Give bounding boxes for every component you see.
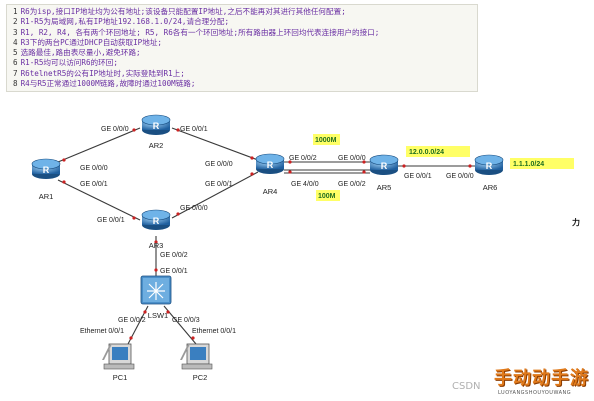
device-label-ar6: AR6 — [483, 183, 498, 192]
port-label: GE 0/0/3 — [172, 317, 200, 324]
port-dot — [62, 158, 66, 162]
link-ar1-ar2 — [57, 127, 141, 163]
router-ar6-icon[interactable] — [474, 154, 504, 176]
router-ar2-icon[interactable] — [141, 114, 171, 136]
port-label: GE 0/0/2 — [160, 252, 188, 259]
router-ar4-icon[interactable] — [255, 153, 285, 175]
port-dot — [154, 240, 158, 244]
corner-fragment-text: 力 — [572, 218, 580, 227]
link-speed-100m: 100M — [318, 193, 336, 200]
port-dot — [362, 170, 366, 174]
port-label: GE 0/0/2 — [289, 155, 317, 162]
highlight-box — [406, 146, 470, 157]
port-label: GE 0/0/1 — [80, 181, 108, 188]
router-ar3-icon[interactable] — [141, 209, 171, 231]
pc1-icon[interactable] — [102, 343, 135, 370]
device-label-ar1: AR1 — [39, 192, 54, 201]
watermark-site-sub: LUOYANGSHOUYOUWANG — [498, 390, 572, 396]
port-dot — [132, 128, 136, 132]
port-dot — [176, 212, 180, 216]
link-ar2-ar4 — [171, 127, 259, 161]
device-label-ar2: AR2 — [149, 141, 164, 150]
highlight-box — [316, 190, 340, 201]
port-label: GE 0/0/1 — [97, 217, 125, 224]
port-label: GE 0/0/1 — [180, 126, 208, 133]
port-markers — [62, 128, 472, 340]
port-dot — [129, 336, 133, 340]
watermark-site-logo: 手动动手游 — [494, 368, 589, 389]
port-label: GE 0/0/2 — [118, 317, 146, 324]
port-dot — [176, 128, 180, 132]
port-dot — [402, 164, 406, 168]
device-label-ar4: AR4 — [263, 187, 278, 196]
port-dot — [191, 336, 195, 340]
switch-lsw1-icon[interactable] — [140, 275, 172, 305]
loopback-r6: 1.1.1.0/24 — [513, 161, 544, 168]
port-label: GE 0/0/0 — [80, 165, 108, 172]
port-dot — [288, 170, 292, 174]
port-dot — [62, 180, 66, 184]
port-label: GE 0/0/0 — [180, 205, 208, 212]
device-label-pc1: PC1 — [113, 373, 128, 382]
device-label-lsw1: LSW1 — [148, 311, 168, 320]
links — [57, 127, 476, 345]
port-label: GE 0/0/0 — [101, 126, 129, 133]
port-dot — [154, 268, 158, 272]
port-label: Ethernet 0/0/1 — [192, 328, 236, 335]
highlight-box — [510, 158, 574, 169]
highlight-box — [313, 134, 340, 145]
port-label: GE 0/0/0 — [446, 173, 474, 180]
port-label: GE 0/0/0 — [205, 161, 233, 168]
port-dot — [468, 164, 472, 168]
device-label-ar5: AR5 — [377, 183, 392, 192]
port-dot — [143, 310, 147, 314]
router-ar1-icon[interactable] — [31, 158, 61, 180]
link-ar1-ar3 — [57, 179, 141, 221]
watermark-csdn: CSDN — [452, 381, 481, 392]
port-dot — [166, 310, 170, 314]
port-label: GE 0/0/1 — [160, 268, 188, 275]
port-dot — [250, 172, 254, 176]
network-r5-r6: 12.0.0.0/24 — [409, 149, 444, 156]
port-label: GE 4/0/0 — [291, 181, 319, 188]
port-label: GE 0/0/1 — [205, 181, 233, 188]
link-ar3-ar4 — [171, 171, 259, 219]
pc2-icon[interactable] — [180, 343, 213, 370]
port-dot — [362, 160, 366, 164]
port-dot — [250, 156, 254, 160]
port-label: Ethernet 0/0/1 — [80, 328, 124, 335]
device-label-ar3: AR3 — [149, 241, 164, 250]
router-ar5-icon[interactable] — [369, 154, 399, 176]
port-dot — [288, 160, 292, 164]
port-label: GE 0/0/1 — [404, 173, 432, 180]
port-dot — [132, 216, 136, 220]
link-speed-1000m: 1000M — [315, 137, 337, 144]
port-label: GE 0/0/2 — [338, 181, 366, 188]
port-label: GE 0/0/0 — [338, 155, 366, 162]
device-label-pc2: PC2 — [193, 373, 208, 382]
